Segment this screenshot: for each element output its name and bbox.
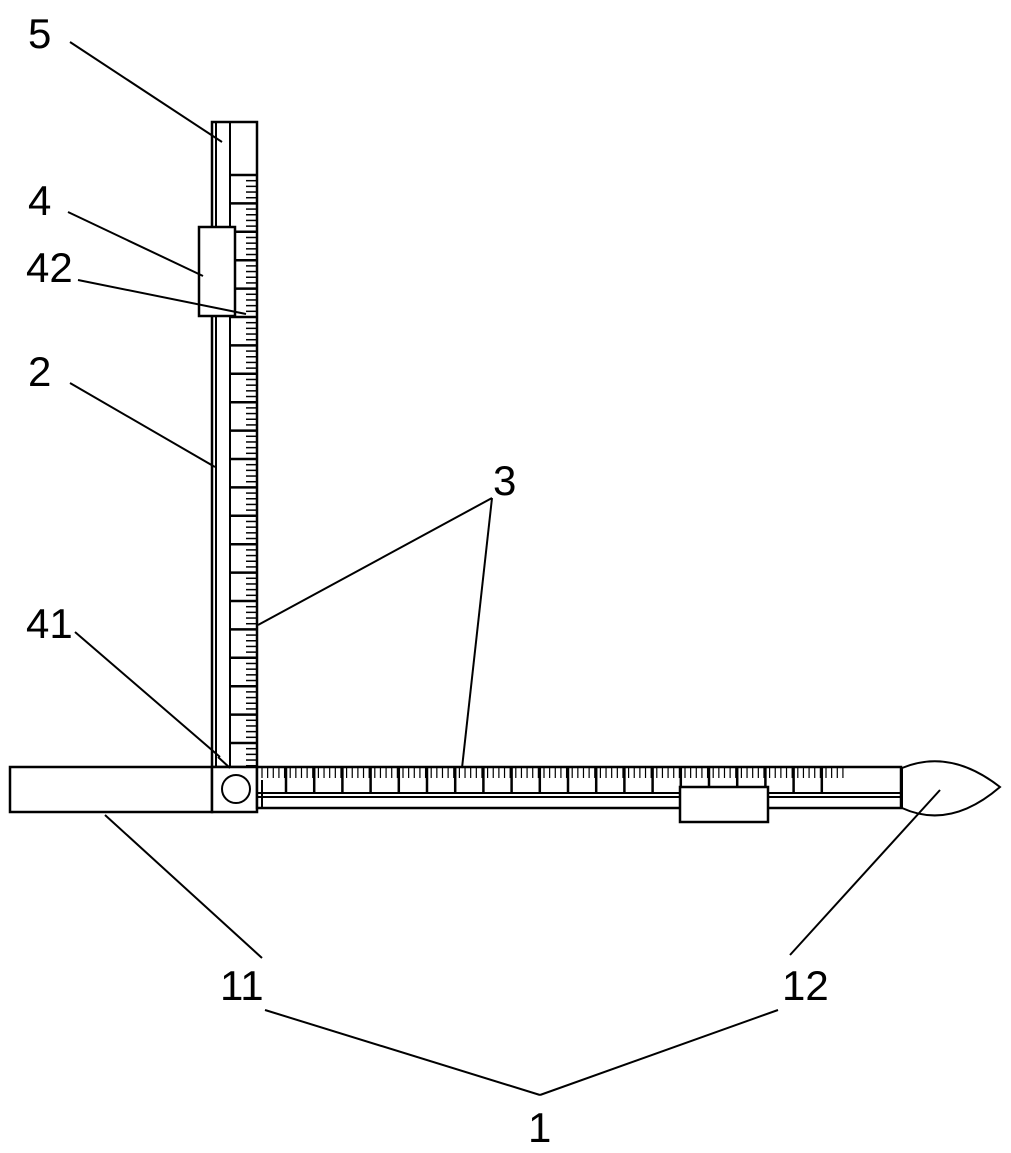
label-5: 5 [28, 10, 51, 57]
label-42: 42 [26, 244, 73, 291]
corner-hinge [210, 756, 259, 814]
horizontal-slider[interactable] [678, 785, 770, 824]
label-1: 1 [528, 1104, 551, 1151]
label-4: 4 [28, 177, 51, 224]
leader-lines [67, 41, 941, 1096]
label-11: 11 [220, 962, 264, 1009]
label-3: 3 [493, 457, 516, 504]
label-2: 2 [28, 348, 51, 395]
vertical-ruler [210, 120, 259, 769]
label-12: 12 [782, 962, 829, 1009]
base-block-11 [8, 765, 214, 814]
vertical-scale-ticks [230, 173, 257, 767]
horizontal-ruler [255, 765, 903, 810]
label-41: 41 [26, 600, 73, 647]
leaf-tip-12 [901, 760, 1002, 817]
vertical-slider-4[interactable] [197, 225, 237, 318]
